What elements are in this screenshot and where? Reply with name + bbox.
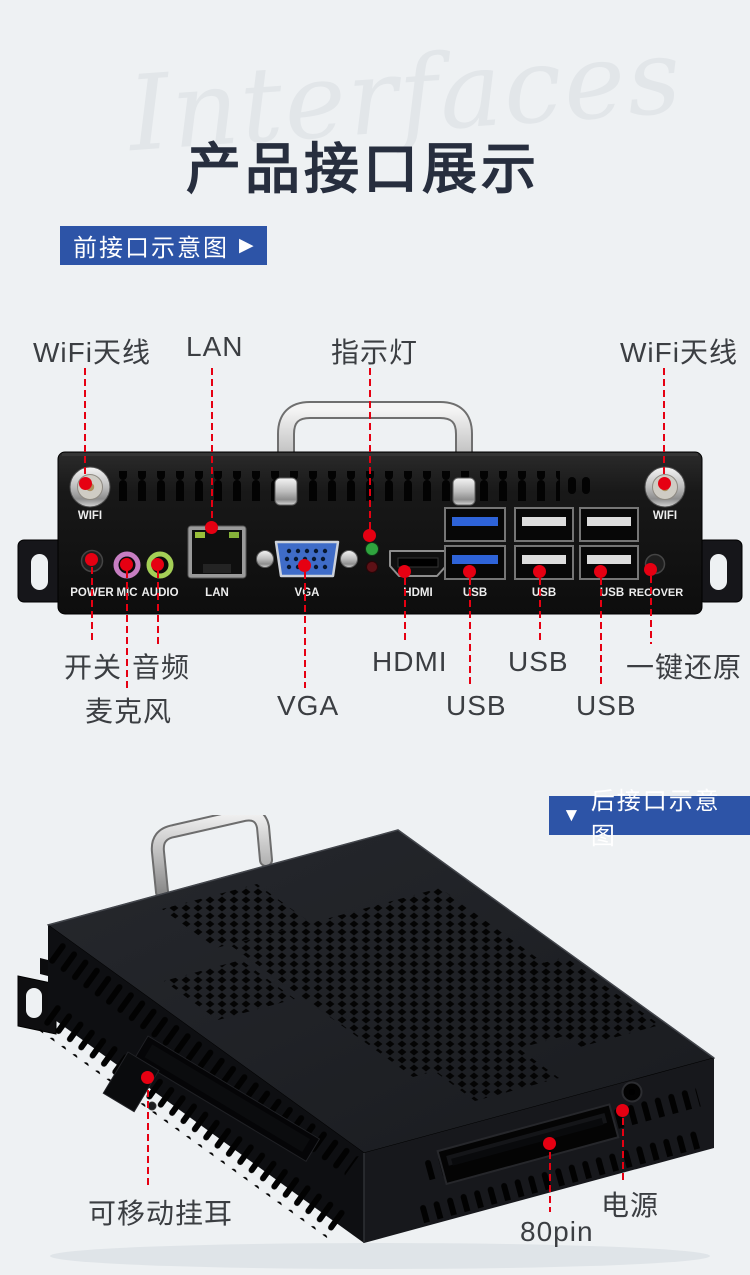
power-jack [621, 1081, 643, 1103]
leader-line-dc-power [622, 1118, 624, 1180]
top-edge-highlight [47, 829, 715, 1059]
lan-port: LAN [187, 525, 247, 599]
ground-shadow [50, 1243, 710, 1269]
svg-text:WIFI: WIFI [78, 510, 102, 522]
marker-dot-80pin [543, 1137, 556, 1150]
marker-dot-ear [141, 1071, 154, 1084]
rear-device-photo [17, 815, 716, 1269]
callout-hdmi: HDMI [372, 646, 448, 677]
leader-line-hdmi [404, 578, 406, 644]
rear-section-tag: ▼ 后接口示意图 [549, 788, 750, 850]
side-groove-slot [133, 1035, 321, 1162]
leader-line-wifi-left [84, 368, 86, 476]
callout-usb-1: USB [446, 690, 507, 721]
front-panel-photo: WIFI WIFI POWER MIC AUDIO [17, 401, 743, 615]
leader-line-lan [211, 368, 213, 523]
leader-line-wifi-right [663, 368, 665, 476]
marker-dot-vga [298, 559, 311, 572]
callout-power: 开关 [64, 652, 123, 683]
handle-clip-left [274, 477, 298, 506]
marker-dot-usb-1 [463, 565, 476, 578]
indicator-leds [365, 542, 379, 573]
callout-audio: 音频 [132, 652, 191, 683]
play-arrow-icon: ▶ [239, 235, 254, 256]
callout-lan: LAN [186, 331, 244, 362]
page-title: 产品接口展示 [185, 138, 540, 200]
leader-line-indicator [369, 368, 371, 530]
svg-text:VGA: VGA [295, 587, 320, 599]
callout-mic: 麦克风 [85, 696, 173, 727]
leader-line-ear [147, 1090, 149, 1188]
pin80-connector [436, 1103, 620, 1186]
callout-indicator: 指示灯 [331, 337, 419, 368]
callout-wifi-right: WiFi天线 [620, 337, 738, 368]
svg-text:AUDIO: AUDIO [141, 587, 178, 599]
leader-line-usb-2 [539, 578, 541, 644]
marker-dot-wifi-left [79, 477, 92, 490]
leader-line-usb-1 [469, 578, 471, 688]
svg-text:WIFI: WIFI [653, 510, 677, 522]
leader-line-mic [126, 571, 128, 688]
leader-line-usb-3 [600, 578, 602, 688]
callout-80pin: 80pin [520, 1216, 594, 1247]
front-tag-label: 前接口示意图 [73, 235, 229, 262]
down-arrow-icon: ▼ [562, 804, 581, 826]
svg-text:USB: USB [463, 587, 487, 599]
leader-line-audio [157, 571, 159, 644]
marker-dot-hdmi [398, 565, 411, 578]
rear-tag-label: 后接口示意图 [590, 787, 721, 850]
handle-clip-right [452, 477, 476, 506]
marker-dot-lan [205, 521, 218, 534]
usb2-ports-a: USB [514, 507, 574, 599]
callout-wifi-left: WiFi天线 [33, 337, 151, 368]
leader-line-80pin [549, 1152, 551, 1212]
top-vent-patches [162, 884, 660, 1101]
svg-text:USB: USB [532, 587, 556, 599]
callout-ear: 可移动挂耳 [88, 1198, 234, 1229]
marker-dot-dc-power [616, 1104, 629, 1117]
leader-line-power [91, 567, 93, 644]
marker-dot-usb-2 [533, 565, 546, 578]
leader-line-recover [650, 576, 652, 644]
marker-dot-recover [644, 563, 657, 576]
marker-dot-audio [151, 558, 164, 571]
callout-usb-2: USB [508, 646, 569, 677]
rear-handle [150, 815, 273, 899]
front-left-ear [17, 539, 65, 603]
callout-dc-power: 电源 [601, 1190, 660, 1221]
svg-text:LAN: LAN [205, 587, 229, 599]
svg-text:USB: USB [600, 587, 624, 599]
callout-vga: VGA [277, 690, 340, 721]
svg-text:HDMI: HDMI [403, 587, 432, 599]
front-right-ear [697, 539, 743, 603]
usb2-ports-b: USB [579, 507, 639, 599]
marker-dot-power [85, 553, 98, 566]
marker-dot-usb-3 [594, 565, 607, 578]
marker-dot-mic [120, 558, 133, 571]
callout-recover: 一键还原 [626, 652, 743, 683]
leader-line-vga [304, 572, 306, 688]
panel-top-highlight [62, 453, 698, 456]
front-vent-slots [108, 471, 590, 501]
svg-text:RECOVER: RECOVER [629, 587, 683, 599]
front-handle [277, 401, 473, 514]
callout-usb-3: USB [576, 690, 637, 721]
front-section-tag: 前接口示意图 ▶ [60, 226, 267, 265]
marker-dot-indicator [363, 529, 376, 542]
marker-dot-wifi-right [658, 477, 671, 490]
